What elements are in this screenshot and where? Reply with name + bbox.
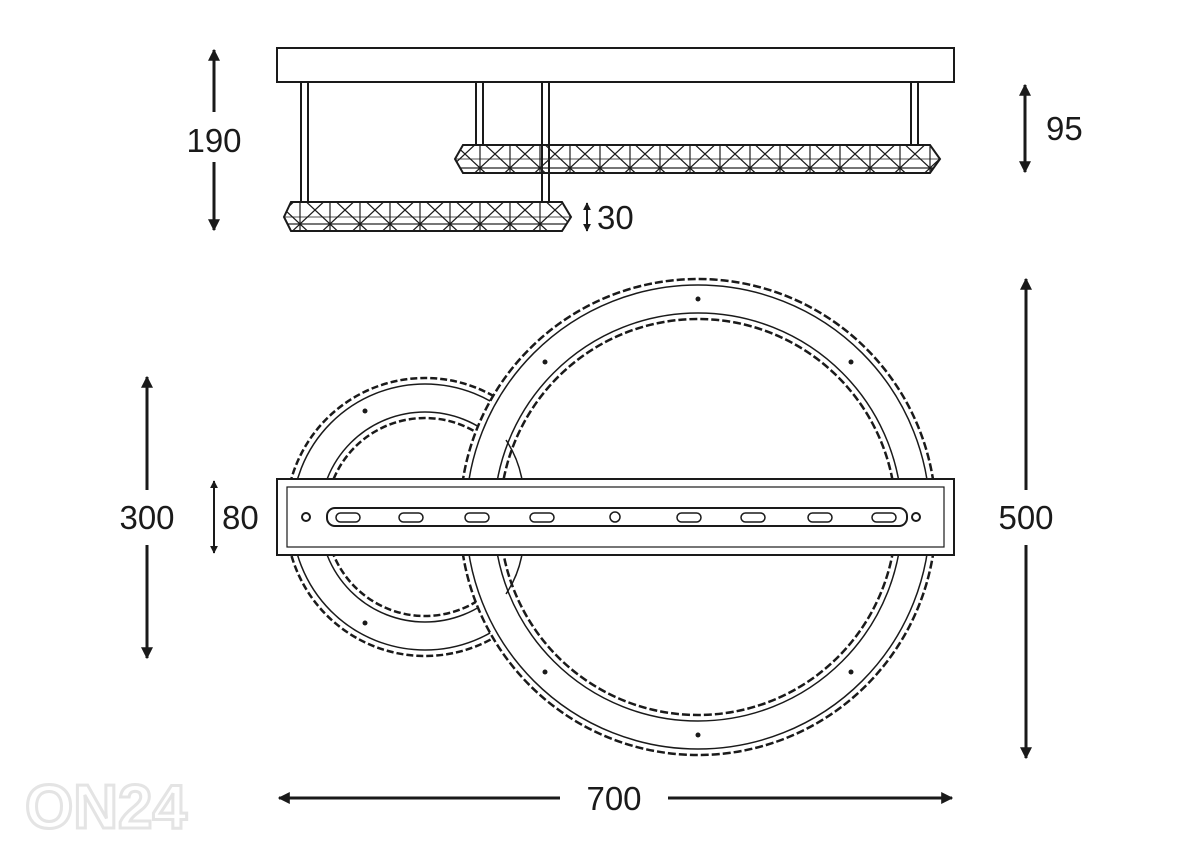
side-view bbox=[276, 47, 955, 232]
dim-500: 500 bbox=[998, 277, 1054, 760]
dim-95: 95 bbox=[1019, 83, 1083, 174]
dim-190-label: 190 bbox=[186, 122, 241, 159]
dim-30-label: 30 bbox=[597, 199, 634, 236]
watermark-logo: ON24 bbox=[25, 773, 187, 842]
suspension-rods bbox=[300, 82, 919, 202]
dim-95-label: 95 bbox=[1046, 110, 1083, 147]
dim-300-label: 300 bbox=[119, 499, 174, 536]
ceiling-base-top bbox=[276, 478, 955, 556]
dim-80-label: 80 bbox=[222, 499, 259, 536]
top-view bbox=[276, 277, 955, 757]
dim-80: 80 bbox=[210, 480, 259, 554]
screw-left bbox=[301, 512, 311, 522]
dim-190: 190 bbox=[186, 48, 242, 232]
small-ring-side-band bbox=[282, 201, 573, 232]
dim-30: 30 bbox=[583, 199, 634, 236]
dim-700: 700 bbox=[277, 780, 954, 817]
dim-300: 300 bbox=[119, 375, 175, 660]
ceiling-base-side bbox=[276, 47, 955, 83]
large-ring-side-band bbox=[453, 144, 942, 174]
dim-700-label: 700 bbox=[586, 780, 641, 817]
mounting-slots bbox=[335, 512, 897, 523]
screw-right bbox=[911, 512, 921, 522]
dim-500-label: 500 bbox=[998, 499, 1053, 536]
